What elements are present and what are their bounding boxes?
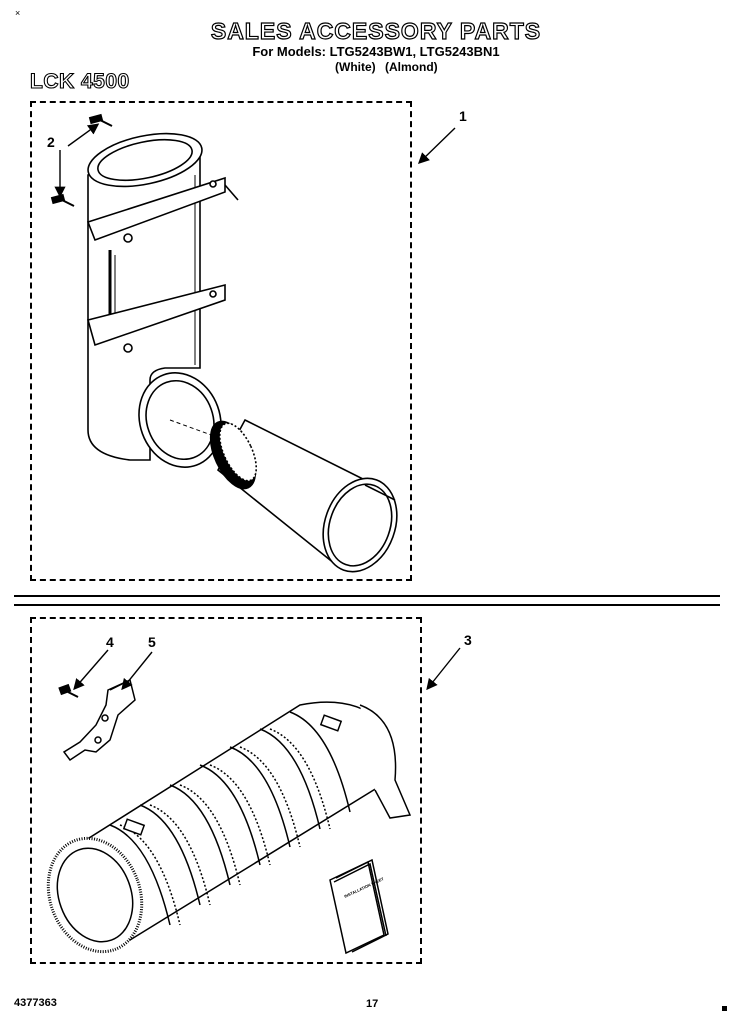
callout-2: 2 xyxy=(47,134,55,150)
kit-number: LCK 4500 xyxy=(29,69,130,93)
corner-mark: × xyxy=(15,8,21,18)
leader-lines xyxy=(54,123,461,691)
vent-periscope xyxy=(86,132,239,468)
model-numbers: For Models: LTG5243BW1, LTG5243BN1 xyxy=(252,44,500,59)
exhaust-kit-frame xyxy=(30,101,412,581)
callout-3: 3 xyxy=(464,632,472,648)
corner-dot xyxy=(722,1006,727,1011)
document-number: 4377363 xyxy=(14,997,57,1009)
rigid-duct-pipe xyxy=(209,418,398,573)
callout-4: 4 xyxy=(106,634,114,650)
separator-line-top xyxy=(14,595,720,597)
separator-line-bottom xyxy=(14,604,720,606)
page-title: SALES ACCESSORY PARTS xyxy=(210,17,542,44)
instruction-sheet xyxy=(329,858,389,955)
duct-kit-frame xyxy=(30,617,422,964)
flexible-duct xyxy=(46,701,412,954)
model-colors: (White) (Almond) xyxy=(335,60,438,74)
mounting-bracket xyxy=(62,678,136,762)
page-number: 17 xyxy=(366,998,379,1010)
screw-icon xyxy=(58,683,79,698)
callout-1: 1 xyxy=(459,108,467,124)
callout-5: 5 xyxy=(148,634,156,650)
